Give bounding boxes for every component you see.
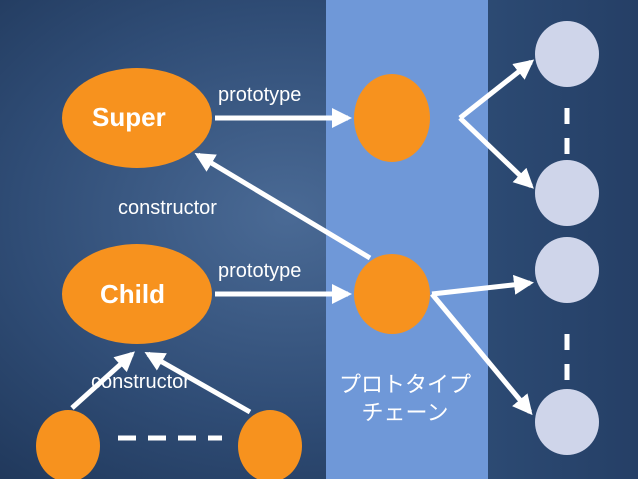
instance-left-constructor-arrow <box>70 351 135 410</box>
prototype-chain-line1: プロトタイプ <box>338 373 471 398</box>
chain-node-1 <box>535 21 599 87</box>
child-label: Child <box>100 279 165 309</box>
child-constructor-label: constructor <box>91 371 190 393</box>
proto1-to-chain1-arrow <box>458 59 535 120</box>
super-constructor-arrow <box>194 152 372 261</box>
chain-node-2 <box>535 160 599 226</box>
proto2-to-chain3-arrow <box>431 274 534 297</box>
instance-node-right <box>238 410 302 479</box>
proto1-to-chain2-arrow <box>458 116 534 189</box>
chain-node-4 <box>535 389 599 455</box>
super-prototype-node <box>354 74 430 162</box>
prototype-chain-line2: チェーン <box>361 401 449 426</box>
super-prototype-label: prototype <box>218 84 302 106</box>
super-node <box>62 68 212 168</box>
proto2-to-chain4-arrow <box>430 292 533 416</box>
child-prototype-label: prototype <box>218 260 302 282</box>
super-constructor-label: constructor <box>118 197 217 219</box>
child-node <box>62 244 212 344</box>
child-prototype-node <box>354 254 430 334</box>
instance-node-left <box>36 410 100 479</box>
instance-right-constructor-arrow <box>144 351 252 415</box>
super-label: Super <box>92 102 166 132</box>
chain-node-3 <box>535 237 599 303</box>
prototype-chain-label: プロトタイプ チェーン <box>330 372 480 428</box>
